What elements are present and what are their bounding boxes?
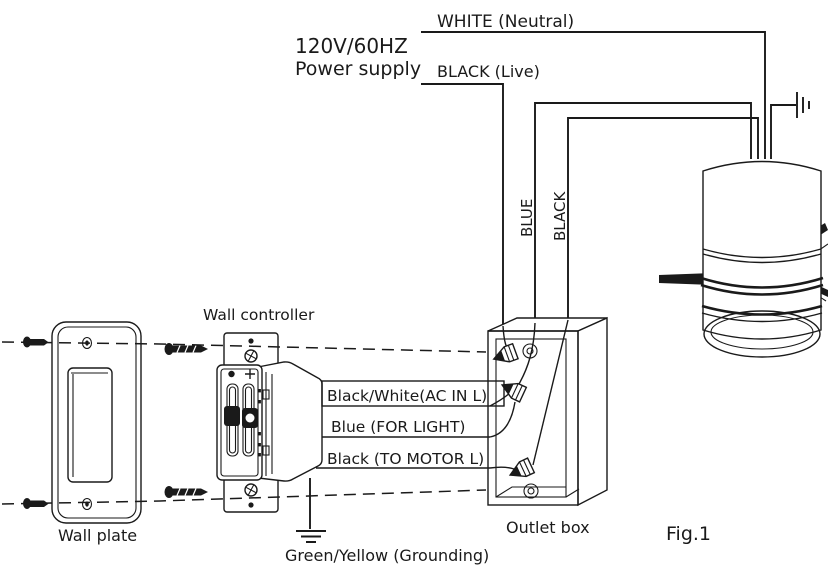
wire-nut-icon xyxy=(500,382,528,403)
assembly-axis-top xyxy=(1,341,487,353)
blue-wire xyxy=(534,102,752,323)
assembly-axis-bottom xyxy=(1,489,487,505)
fan-body xyxy=(702,160,822,340)
wall-plate-outline xyxy=(51,321,142,524)
plate-screw-hole-bottom xyxy=(81,497,93,511)
white-neutral-wire xyxy=(421,31,766,159)
supply-wires xyxy=(421,31,810,326)
wire-nut-icon xyxy=(508,457,536,478)
power-supply-voltage-label: 120V/60HZ xyxy=(295,34,408,58)
blue-riser-label: BLUE xyxy=(518,199,536,237)
plus-mark xyxy=(245,369,255,379)
ac-in-label: Black/White(AC IN L) xyxy=(327,387,487,405)
outlet-box xyxy=(487,316,608,507)
ceiling-fan xyxy=(659,160,828,358)
wire-nut-icon xyxy=(492,342,519,363)
fan-light-dome xyxy=(703,310,821,358)
ac-in-label-box xyxy=(321,380,505,407)
mounting-screw-top xyxy=(164,343,208,355)
detent-marks xyxy=(257,389,261,457)
black-riser-label: BLACK xyxy=(551,191,569,241)
grounding-label: Green/Yellow (Grounding) xyxy=(285,546,489,565)
to-motor-label: Black (TO MOTOR L) xyxy=(327,450,484,468)
box-screw-boss-bottom xyxy=(523,483,539,499)
outlet-box-front xyxy=(487,330,579,506)
outlet-box-right-face xyxy=(577,316,608,507)
for-light-label: Blue (FOR LIGHT) xyxy=(331,418,465,436)
black-live-label: BLACK (Live) xyxy=(437,62,540,81)
wall-plate-label: Wall plate xyxy=(58,526,137,545)
white-neutral-label: WHITE (Neutral) xyxy=(437,12,574,32)
slider-knob-left xyxy=(224,406,240,426)
fan-blade-left xyxy=(659,273,713,285)
minus-dot-mark xyxy=(228,370,235,378)
wall-plate xyxy=(23,321,142,524)
ground-symbol-bottom xyxy=(296,478,326,543)
box-screw-boss-top xyxy=(522,343,538,359)
power-supply-label: Power supply xyxy=(295,58,421,80)
assembly-dashed-lines xyxy=(1,341,487,505)
outlet-box-label: Outlet box xyxy=(506,518,590,537)
wall-plate-opening xyxy=(67,367,113,483)
mounting-screw-bottom xyxy=(164,486,208,498)
controller-body-side xyxy=(257,361,323,482)
black-wire xyxy=(567,117,759,320)
figure-number: Fig.1 xyxy=(666,523,711,545)
ground-symbol-top xyxy=(770,92,810,159)
black-live-wire xyxy=(421,83,504,326)
wall-controller xyxy=(216,332,323,513)
controller-wire-lines xyxy=(316,380,505,469)
wall-controller-label: Wall controller xyxy=(203,306,315,324)
